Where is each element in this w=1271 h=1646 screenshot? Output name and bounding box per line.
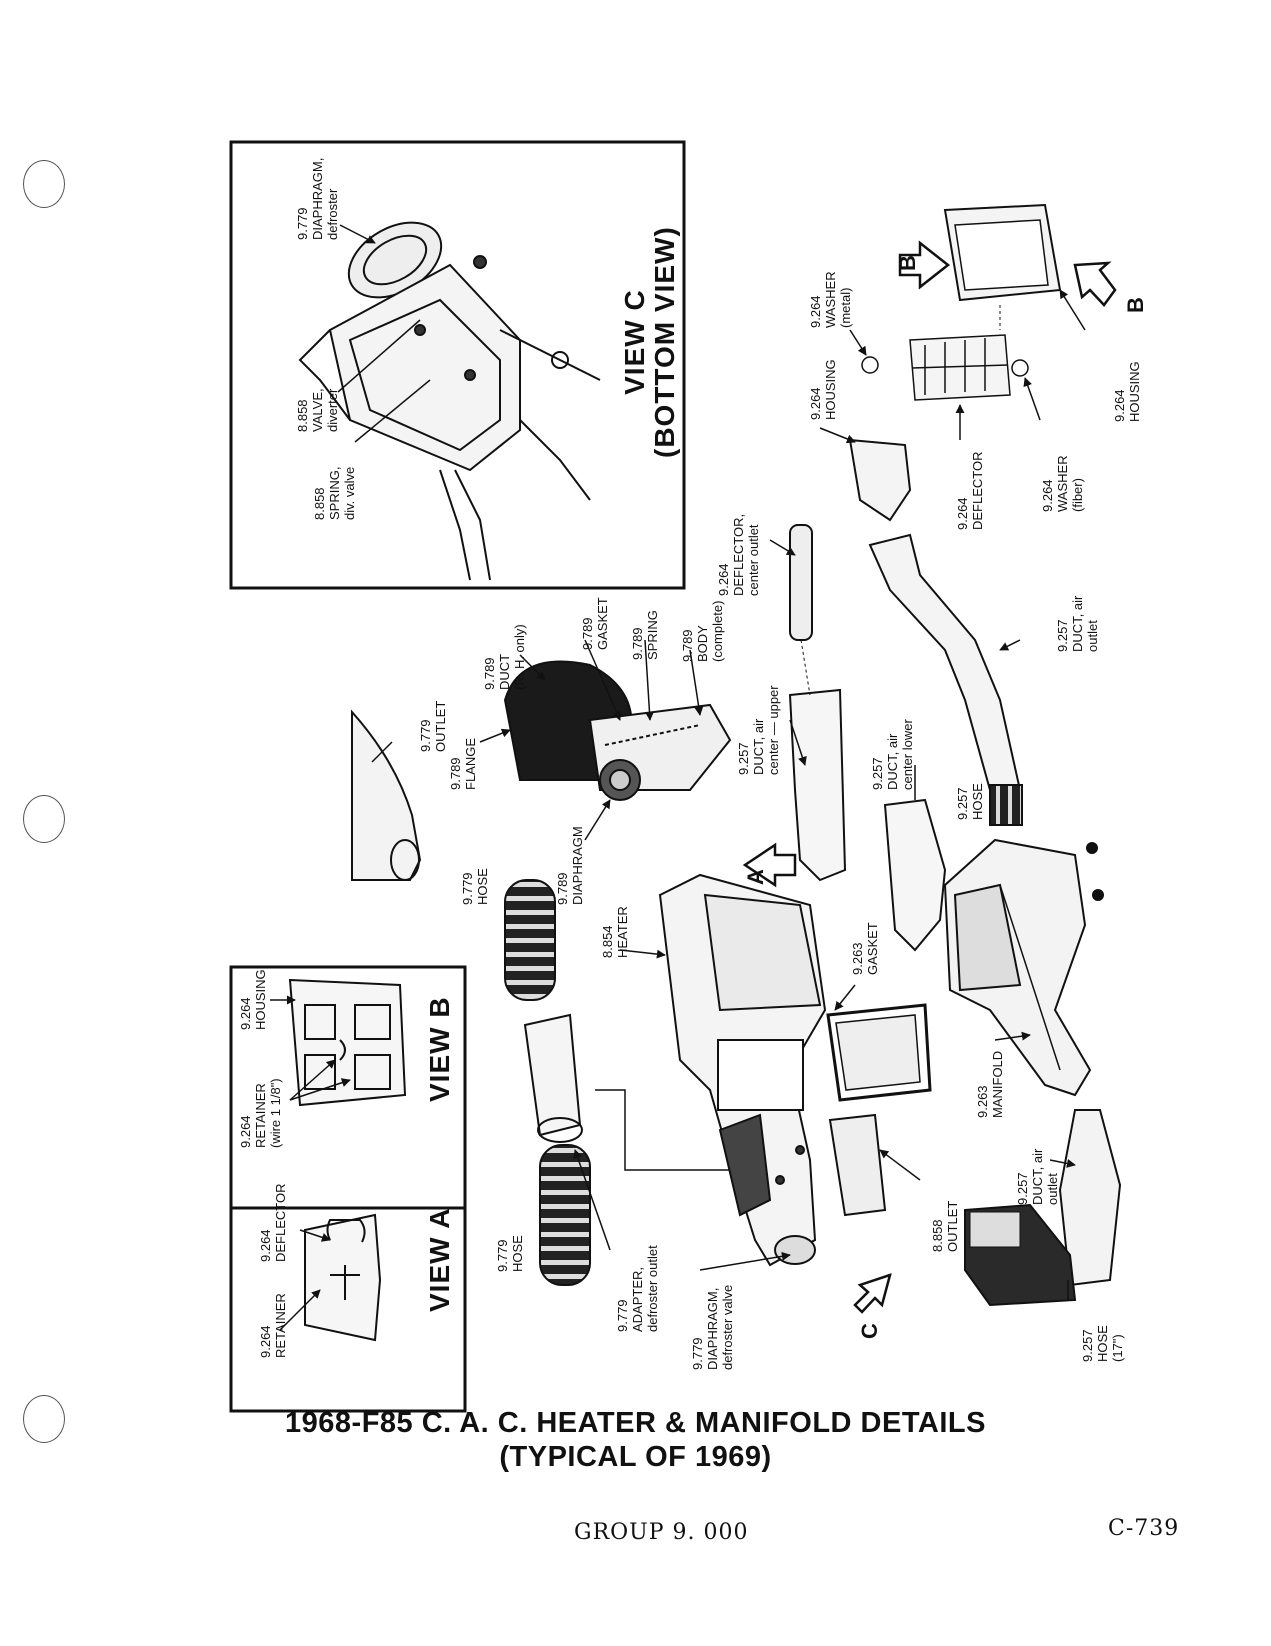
view-b-arrow-top: [898, 240, 951, 290]
leader-view-b-retainer: [289, 1059, 336, 1101]
view-c-frame: [229, 140, 686, 590]
leader-view-c-valve: [337, 319, 421, 393]
group-label: GROUP 9. 000: [574, 1520, 749, 1545]
callout-b-right: B: [1122, 297, 1148, 313]
manifold-gasket-shape: [826, 1003, 932, 1102]
upper-hose-shape: [504, 879, 556, 1001]
binder-hole-bottom: [23, 1395, 65, 1443]
view-a-arrow: [742, 842, 797, 888]
manifold-shape: [943, 838, 1104, 1097]
center-lower-duct-shape: [883, 798, 947, 952]
caption-line-1: 1968-F85 C. A. C. HEATER & MANIFOLD DETA…: [285, 1407, 986, 1439]
leader-view-a-retainer: [279, 1289, 321, 1331]
view-c-arrow: [853, 1273, 892, 1314]
figure-caption: 1968-F85 C. A. C. HEATER & MANIFOLD DETA…: [0, 1406, 1271, 1474]
center-upper-duct-shape: [788, 688, 847, 882]
view-c-drawing: [298, 221, 601, 581]
center-deflector-shape: [789, 524, 813, 641]
caption-line-2: (TYPICAL OF 1969): [499, 1441, 772, 1473]
callout-b-top: B: [894, 255, 920, 271]
view-b-arrow-right: [1073, 261, 1117, 307]
view-b-title: VIEW B: [424, 996, 455, 1102]
view-ab-frame: [229, 965, 467, 1413]
view-b-drawing: [288, 978, 407, 1107]
view-a-drawing: [304, 1213, 382, 1342]
grid-deflector-shape: [909, 334, 1011, 401]
lower-outlet-shape: [828, 1113, 887, 1217]
defroster-outlet-shape: [351, 709, 422, 881]
lower-air-outlet-duct-shape: [1058, 1109, 1122, 1287]
lower-hose-shape: [539, 1144, 591, 1286]
leader-view-c-diaphragm: [339, 224, 376, 244]
leader-view-a-deflector: [299, 1229, 331, 1242]
heater-shape: [658, 873, 827, 1267]
page-number: C-739: [1108, 1516, 1180, 1541]
heater-pipe: [595, 1089, 730, 1171]
binder-hole-middle: [23, 795, 65, 843]
binder-hole-top: [23, 160, 65, 208]
adapter-shape: [523, 1013, 582, 1137]
leader-view-c-spring: [354, 379, 431, 443]
rh-duct-assembly: [503, 660, 732, 801]
leader-view-b-retainer-2: [289, 1078, 351, 1101]
small-housing-shape: [848, 438, 912, 522]
view-a-title: VIEW A: [424, 1207, 455, 1312]
view-c-title: VIEW C(BOTTOM VIEW): [619, 226, 680, 458]
callout-a: A: [742, 869, 768, 885]
callout-c: C: [856, 1323, 882, 1339]
